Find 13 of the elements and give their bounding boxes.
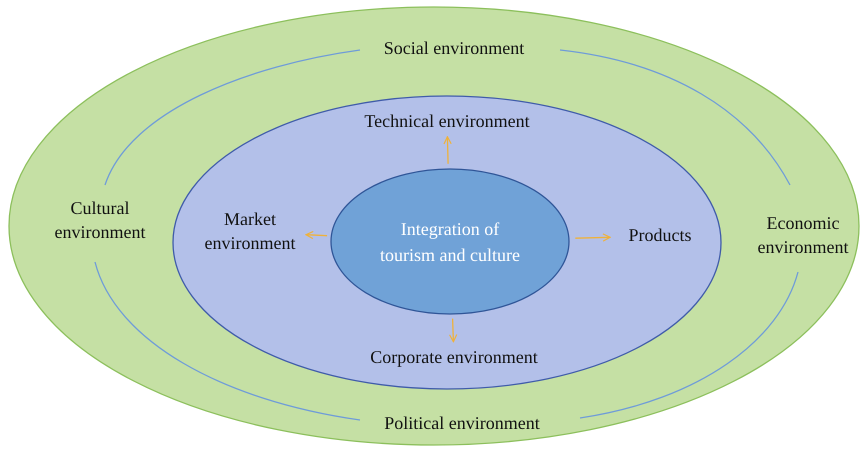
environment-label: Political environment [383, 412, 541, 435]
environment-label: Corporate environment [347, 345, 561, 371]
environment-label: Technical environment [342, 109, 552, 133]
ellipse-label: Integration of tourism and culture [379, 218, 521, 266]
arrow [448, 318, 458, 342]
environment-label: Cultural environment [54, 197, 146, 244]
products-label: Products [615, 223, 705, 249]
environment-label: Social environment [382, 37, 526, 60]
arrow [575, 233, 611, 242]
arrow [443, 136, 452, 164]
arrow [305, 230, 328, 240]
environment-label: Economic environment [756, 212, 850, 259]
environment-label: Market environment [197, 207, 303, 257]
